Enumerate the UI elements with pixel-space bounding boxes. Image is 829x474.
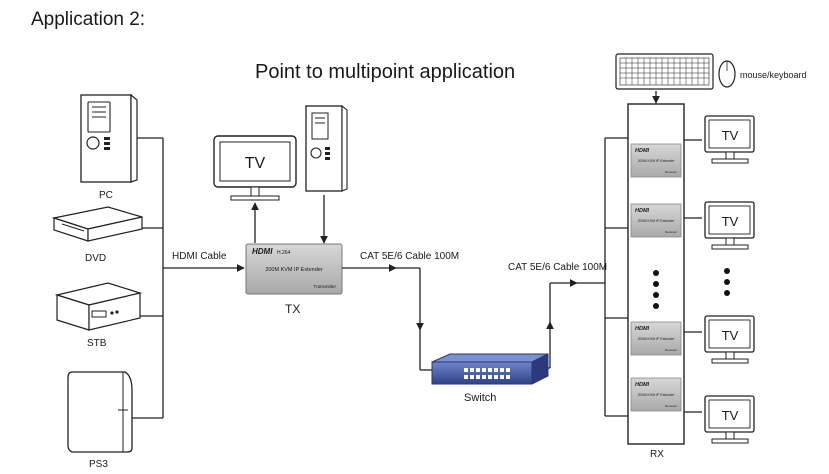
tv-monitor-icon — [704, 395, 755, 444]
rx-unit-type: Receiver — [665, 170, 677, 174]
rx-receiver-unit: HDMI 200M KVM IP Extender Receiver — [630, 377, 682, 412]
rx-cat-cable-label: CAT 5E/6 Cable 100M — [508, 262, 607, 273]
tv-label: TV — [722, 128, 739, 143]
tv-ellipsis-dots — [724, 268, 730, 296]
tx-brand: HDMI — [252, 247, 273, 256]
tx-label: TX — [285, 302, 300, 316]
tv-monitor-icon — [704, 315, 755, 364]
tv-label: TV — [245, 155, 266, 172]
rx-tv-links — [684, 139, 702, 413]
rx-unit-type: Receiver — [665, 404, 677, 408]
tv-label: TV — [722, 214, 739, 229]
tv-monitor-icon — [704, 115, 755, 164]
switch-label: Switch — [464, 392, 496, 404]
peripherals-label: mouse/keyboard — [740, 70, 807, 80]
tx-cat-cable-label: CAT 5E/6 Cable 100M — [360, 251, 459, 262]
rx-unit-brand: HDMI — [635, 208, 650, 214]
mouse-icon — [718, 60, 736, 88]
ps3-console-icon — [67, 371, 133, 453]
diagram-title: Point to multipoint application — [255, 61, 515, 83]
rx-unit-type: Receiver — [665, 230, 677, 234]
tv-label: TV — [722, 408, 739, 423]
network-switch-icon — [431, 353, 549, 385]
tx-transmitter-device: HDMI H.264 200M KVM IP Extender Transmit… — [245, 243, 343, 295]
ps3-label: PS3 — [89, 459, 108, 470]
rx-receiver-unit: HDMI 200M KVM IP Extender Receiver — [630, 321, 682, 356]
rx-unit-type: Receiver — [665, 348, 677, 352]
tv-monitor-icon — [704, 201, 755, 250]
source-bus — [132, 137, 245, 419]
pc-tower-icon — [80, 93, 138, 183]
rx-unit-model: 200M KVM IP Extender — [638, 219, 675, 223]
hdmi-cable-label: HDMI Cable — [172, 251, 227, 262]
tx-switch-link — [342, 264, 432, 371]
stb-icon — [54, 282, 143, 331]
tx-model: 200M KVM IP Extender — [265, 267, 323, 273]
rx-unit-brand: HDMI — [635, 382, 650, 388]
rx-ellipsis-dots — [653, 270, 659, 309]
rx-unit-brand: HDMI — [635, 148, 650, 154]
stb-label: STB — [87, 338, 107, 349]
dvd-label: DVD — [85, 253, 106, 264]
tx-pc-tower-icon — [305, 104, 348, 192]
tx-unit: Transmitter — [313, 284, 336, 289]
tv-monitor-icon — [213, 135, 297, 201]
rx-unit-model: 200M KVM IP Extender — [638, 159, 675, 163]
rx-unit-model: 200M KVM IP Extender — [638, 393, 675, 397]
tv-label: TV — [722, 328, 739, 343]
switch-rx-link — [546, 137, 628, 417]
keyboard-icon — [615, 53, 714, 90]
rx-unit-model: 200M KVM IP Extender — [638, 337, 675, 341]
page-heading: Application 2: — [31, 9, 145, 30]
rx-receiver-unit: HDMI 200M KVM IP Extender Receiver — [630, 203, 682, 238]
dvd-player-icon — [51, 206, 143, 242]
pc-label: PC — [99, 190, 113, 201]
rx-receiver-unit: HDMI 200M KVM IP Extender Receiver — [630, 143, 682, 178]
rx-label: RX — [650, 449, 664, 460]
rx-unit-brand: HDMI — [635, 326, 650, 332]
tx-codec: H.264 — [277, 250, 291, 256]
